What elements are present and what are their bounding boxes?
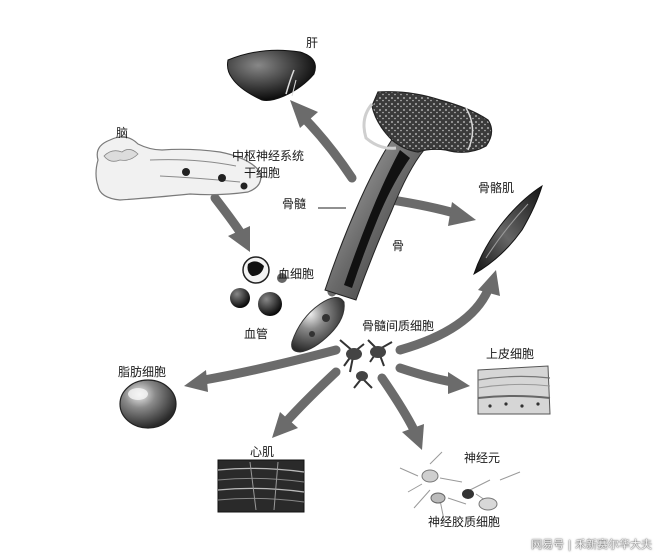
epithelium-illustration bbox=[477, 365, 551, 415]
label-skeletal-muscle: 骨骼肌 bbox=[478, 180, 514, 195]
femur bbox=[324, 91, 493, 301]
arrow-to-cardiac bbox=[272, 367, 341, 438]
label-liver: 肝 bbox=[306, 36, 318, 50]
label-brain: 脑 bbox=[116, 126, 128, 140]
label-cns-line1: 中枢神经系统 bbox=[232, 148, 304, 163]
arrow-to-adipocyte bbox=[184, 345, 341, 392]
brain-illustration bbox=[95, 136, 262, 201]
adipocyte-illustration bbox=[119, 379, 177, 429]
label-epithelial: 上皮细胞 bbox=[486, 347, 534, 361]
liver-illustration bbox=[227, 49, 316, 101]
label-blood-cells: 血细胞 bbox=[278, 267, 314, 281]
neuron-glia-illustration bbox=[399, 451, 521, 521]
arrow-to-skeletal-muscle bbox=[387, 195, 476, 226]
cardiac-muscle-illustration bbox=[217, 459, 305, 513]
label-cns-line2: 干细胞 bbox=[244, 166, 280, 180]
arrow-to-neuron bbox=[377, 373, 424, 450]
msc-illustration bbox=[339, 339, 393, 389]
arrows bbox=[184, 100, 500, 450]
skeletal-muscle-illustration bbox=[473, 184, 543, 276]
arrow-to-liver bbox=[290, 100, 357, 183]
arrow-cns-to-blood bbox=[210, 193, 250, 252]
arrow-msc-to-muscle bbox=[395, 270, 500, 355]
label-bone: 骨 bbox=[392, 239, 404, 253]
label-glial: 神经胶质细胞 bbox=[428, 514, 500, 529]
label-blood-vessel: 血管 bbox=[244, 326, 268, 341]
label-neuron: 神经元 bbox=[464, 451, 500, 465]
watermark: 网易号 | 禾新赛尔华大夫 bbox=[531, 538, 652, 551]
label-cardiac: 心肌 bbox=[250, 445, 274, 459]
label-adipocyte: 脂肪细胞 bbox=[118, 364, 166, 379]
blood-cells-illustration bbox=[230, 256, 287, 316]
blood-vessel-illustration bbox=[291, 297, 345, 353]
labels: 肝 脑 中枢神经系统 干细胞 骨髓 骨 骨骼肌 血细胞 血管 骨髓间质细胞 脂肪… bbox=[116, 36, 534, 529]
label-bone-marrow: 骨髓 bbox=[282, 197, 306, 211]
arrow-to-epithelial bbox=[395, 363, 470, 394]
label-msc: 骨髓间质细胞 bbox=[362, 319, 434, 333]
